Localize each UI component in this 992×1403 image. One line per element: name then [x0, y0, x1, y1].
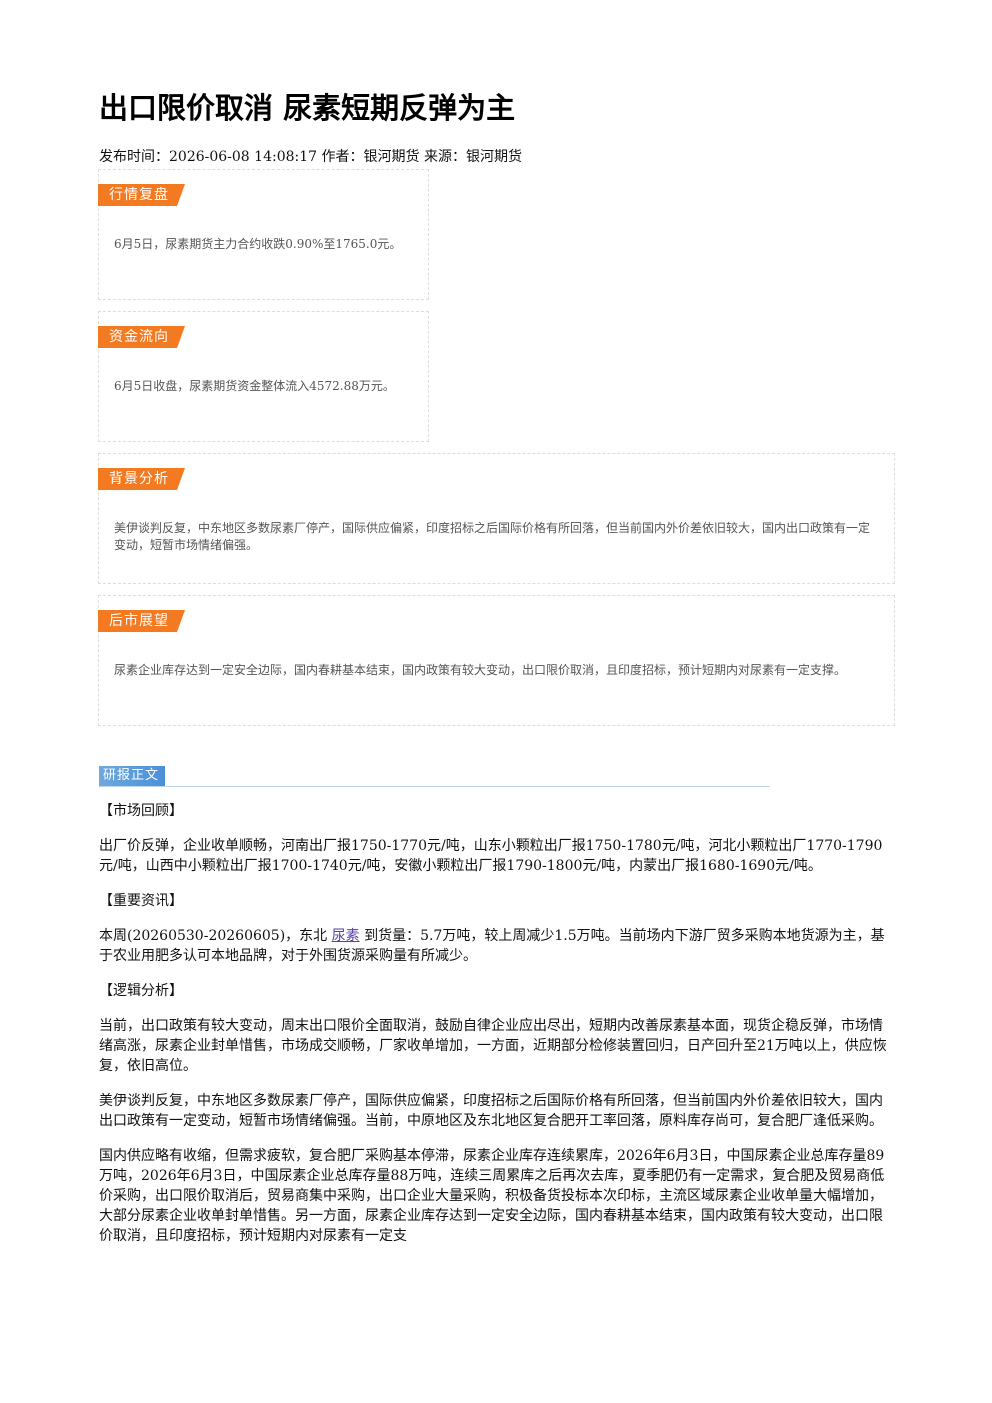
card-tag: 背景分析 — [98, 468, 185, 490]
urea-link[interactable]: 尿素 — [331, 928, 360, 944]
report-section-header: 研报正文 — [99, 766, 770, 787]
report-tag: 研报正文 — [99, 766, 166, 786]
section-heading: 【逻辑分析】 — [99, 983, 183, 999]
card-text: 尿素企业库存达到一定安全边际，国内春耕基本结束，国内政策有较大变动，出口限价取消… — [114, 663, 847, 677]
paragraph: 出厂价反弹，企业收单顺畅，河南出厂报1750-1770元/吨，山东小颗粒出厂报1… — [99, 838, 883, 874]
section-heading: 【重要资讯】 — [99, 893, 183, 909]
article-title: 出口限价取消 尿素短期反弹为主 — [99, 91, 516, 125]
paragraph: 美伊谈判反复，中东地区多数尿素厂停产，国际供应偏紧，印度招标之后国际价格有所回落… — [99, 1093, 883, 1129]
card-text: 6月5日收盘，尿素期货资金整体流入4572.88万元。 — [114, 379, 395, 393]
summary-card-outlook: 后市展望 尿素企业库存达到一定安全边际，国内春耕基本结束，国内政策有较大变动，出… — [98, 595, 895, 726]
paragraph: 国内供应略有收缩，但需求疲软，复合肥厂采购基本停滞，尿素企业库存连续累库，202… — [99, 1148, 885, 1244]
card-tag: 行情复盘 — [98, 184, 185, 206]
card-text: 6月5日，尿素期货主力合约收跌0.90%至1765.0元。 — [114, 237, 402, 251]
card-tag: 资金流向 — [98, 326, 185, 348]
card-tag: 后市展望 — [98, 610, 185, 632]
summary-card-market-review: 行情复盘 6月5日，尿素期货主力合约收跌0.90%至1765.0元。 — [98, 169, 429, 300]
paragraph: 本周(20260530-20260605)，东北 尿素 到货量：5.7万吨，较上… — [99, 926, 889, 966]
paragraph: 当前，出口政策有较大变动，周末出口限价全面取消，鼓励自律企业应出尽出，短期内改善… — [99, 1018, 887, 1074]
summary-card-fund-flow: 资金流向 6月5日收盘，尿素期货资金整体流入4572.88万元。 — [98, 311, 429, 442]
report-body: 【市场回顾】 出厂价反弹，企业收单顺畅，河南出厂报1750-1770元/吨，山东… — [99, 801, 889, 1261]
summary-card-background: 背景分析 美伊谈判反复，中东地区多数尿素厂停产，国际供应偏紧，印度招标之后国际价… — [98, 453, 895, 584]
paragraph-text: 到货量：5.7万吨，较上周减少1.5万吨。当前场内下游厂贸多采购本地货源为主，基… — [99, 928, 885, 964]
paragraph-text: 本周(20260530-20260605)，东北 — [99, 928, 332, 944]
section-heading: 【市场回顾】 — [99, 803, 183, 819]
card-text: 美伊谈判反复，中东地区多数尿素厂停产，国际供应偏紧，印度招标之后国际价格有所回落… — [114, 521, 871, 552]
article-meta: 发布时间：2026-06-08 14:08:17 作者：银河期货 来源：银河期货 — [99, 149, 522, 165]
